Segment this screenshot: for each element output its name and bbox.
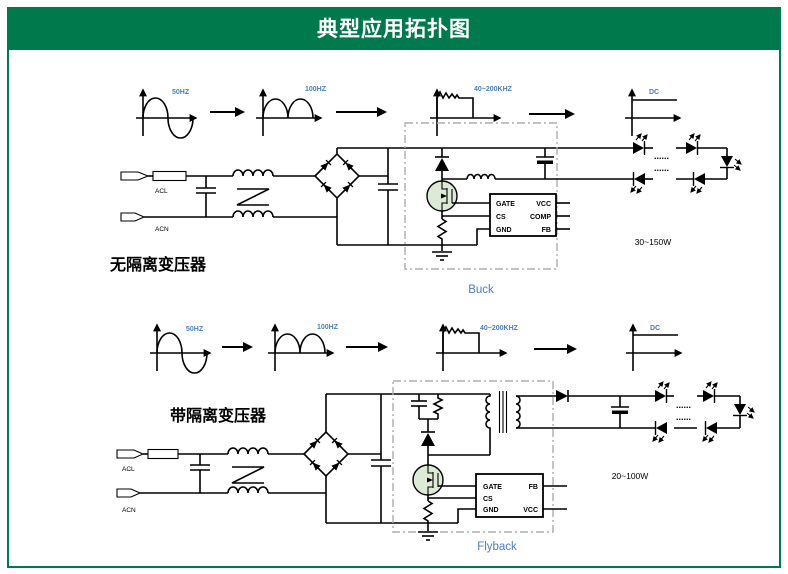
buck-acn-label: ACN bbox=[155, 226, 169, 233]
acn-terminal bbox=[120, 212, 233, 222]
switching-wave-icon bbox=[436, 323, 508, 371]
snubber-network bbox=[411, 394, 444, 432]
led-symbol bbox=[631, 172, 645, 193]
acl-terminal bbox=[116, 448, 228, 460]
buck-pin-fb: FB bbox=[542, 227, 551, 234]
buck-wave4-label: DC bbox=[649, 89, 659, 96]
resistor-symbol bbox=[436, 211, 448, 245]
resistor-symbol bbox=[422, 495, 434, 523]
flyback-pin-gnd: GND bbox=[483, 507, 499, 514]
diode-symbol bbox=[556, 390, 655, 402]
flyback-wave1-label: 50HZ bbox=[186, 326, 204, 333]
buck-acl-label: ACL bbox=[155, 188, 168, 195]
dc-wave-icon bbox=[626, 323, 683, 371]
buck-wave2-label: 100HZ bbox=[305, 86, 327, 93]
output-capacitor-symbol bbox=[536, 148, 554, 179]
flyback-acl-label: ACL bbox=[122, 466, 135, 473]
led-dots: ...... bbox=[676, 412, 691, 422]
led-symbol bbox=[703, 421, 717, 442]
sine-wave-icon bbox=[150, 323, 212, 374]
buck-pin-vcc: VCC bbox=[536, 201, 551, 208]
led-symbol bbox=[686, 134, 700, 155]
output-capacitor-symbol bbox=[611, 396, 629, 428]
common-mode-choke-symbol bbox=[232, 169, 337, 218]
flyback-acn-label: ACN bbox=[122, 507, 136, 514]
led-dots: ...... bbox=[654, 163, 669, 173]
bridge-rectifier-symbol bbox=[315, 154, 359, 198]
diagram-area: 50HZ 100HZ 40~200KHZ bbox=[7, 48, 781, 568]
flyback-wave4-label: DC bbox=[650, 325, 660, 332]
controller-ic: GATE CS GND VCC COMP FB bbox=[442, 193, 570, 245]
rectified-wave-icon bbox=[256, 88, 323, 136]
led-dots: ...... bbox=[676, 400, 691, 410]
mosfet-symbol bbox=[412, 464, 444, 496]
capacitor-symbol bbox=[190, 454, 210, 493]
common-mode-choke-symbol bbox=[227, 447, 326, 494]
flyback-wave3-label: 40~200KHZ bbox=[480, 325, 519, 332]
flyback-pin-gate: GATE bbox=[483, 484, 502, 491]
led-symbol bbox=[655, 382, 669, 403]
fuse-symbol bbox=[147, 448, 179, 460]
diode-symbol bbox=[421, 431, 435, 455]
flyback-power-range: 20~100W bbox=[612, 471, 649, 481]
title-bar: 典型应用拓扑图 bbox=[7, 7, 781, 48]
buck-wave1-label: 50HZ bbox=[172, 89, 190, 96]
buck-topology-label: Buck bbox=[468, 284, 494, 296]
buck-pin-comp: COMP bbox=[530, 214, 551, 221]
page-title: 典型应用拓扑图 bbox=[317, 17, 471, 41]
bulk-capacitor-symbol bbox=[378, 148, 398, 245]
buck-pin-gnd: GND bbox=[496, 227, 512, 234]
ground-symbol bbox=[418, 523, 438, 541]
led-symbol bbox=[733, 404, 754, 418]
buck-pin-gate: GATE bbox=[496, 201, 515, 208]
led-symbol bbox=[633, 134, 647, 155]
mosfet-symbol bbox=[426, 180, 458, 212]
buck-pin-cs: CS bbox=[496, 214, 506, 221]
capacitor-symbol bbox=[196, 176, 216, 217]
led-symbol bbox=[691, 172, 705, 193]
led-symbol bbox=[703, 382, 717, 403]
ground-symbol bbox=[432, 245, 452, 261]
buck-note: 无隔离变压器 bbox=[109, 255, 207, 274]
buck-power-range: 30~150W bbox=[635, 237, 672, 247]
sine-wave-icon bbox=[136, 88, 198, 139]
flyback-note: 带隔离变压器 bbox=[170, 406, 267, 425]
flyback-wave2-label: 100HZ bbox=[317, 324, 339, 331]
acl-terminal bbox=[120, 170, 233, 182]
buck-dashed-box bbox=[404, 122, 558, 270]
flyback-dashed-box bbox=[392, 380, 554, 533]
switching-wave-icon bbox=[430, 88, 502, 136]
acn-terminal bbox=[116, 488, 228, 498]
flyback-pin-fb: FB bbox=[529, 484, 538, 491]
buck-wave3-label: 40~200KHZ bbox=[474, 86, 513, 93]
led-symbol bbox=[653, 421, 667, 442]
controller-ic: GATE CS GND FB VCC bbox=[428, 473, 567, 523]
buck-section: 50HZ 100HZ 40~200KHZ bbox=[109, 86, 741, 296]
led-string: ...... ...... bbox=[545, 134, 741, 193]
flyback-pin-cs: CS bbox=[483, 496, 493, 503]
rectified-wave-icon bbox=[268, 323, 335, 371]
flyback-pin-vcc: VCC bbox=[523, 507, 538, 514]
inductor-symbol bbox=[442, 173, 545, 180]
flyback-topology-label: Flyback bbox=[477, 541, 517, 553]
dc-wave-icon bbox=[625, 88, 682, 136]
flyback-section: 50HZ 100HZ 40~200KHZ bbox=[116, 323, 754, 553]
led-dots: ...... bbox=[654, 151, 669, 161]
topology-diagram: 50HZ 100HZ 40~200KHZ bbox=[109, 86, 779, 553]
led-symbol bbox=[720, 156, 741, 170]
fuse-symbol bbox=[152, 170, 187, 182]
bridge-rectifier-symbol bbox=[304, 432, 348, 476]
led-string: ...... ...... bbox=[653, 382, 754, 442]
diode-symbol bbox=[435, 148, 449, 181]
transformer-symbol bbox=[485, 391, 655, 455]
bulk-capacitor-symbol bbox=[371, 394, 391, 523]
